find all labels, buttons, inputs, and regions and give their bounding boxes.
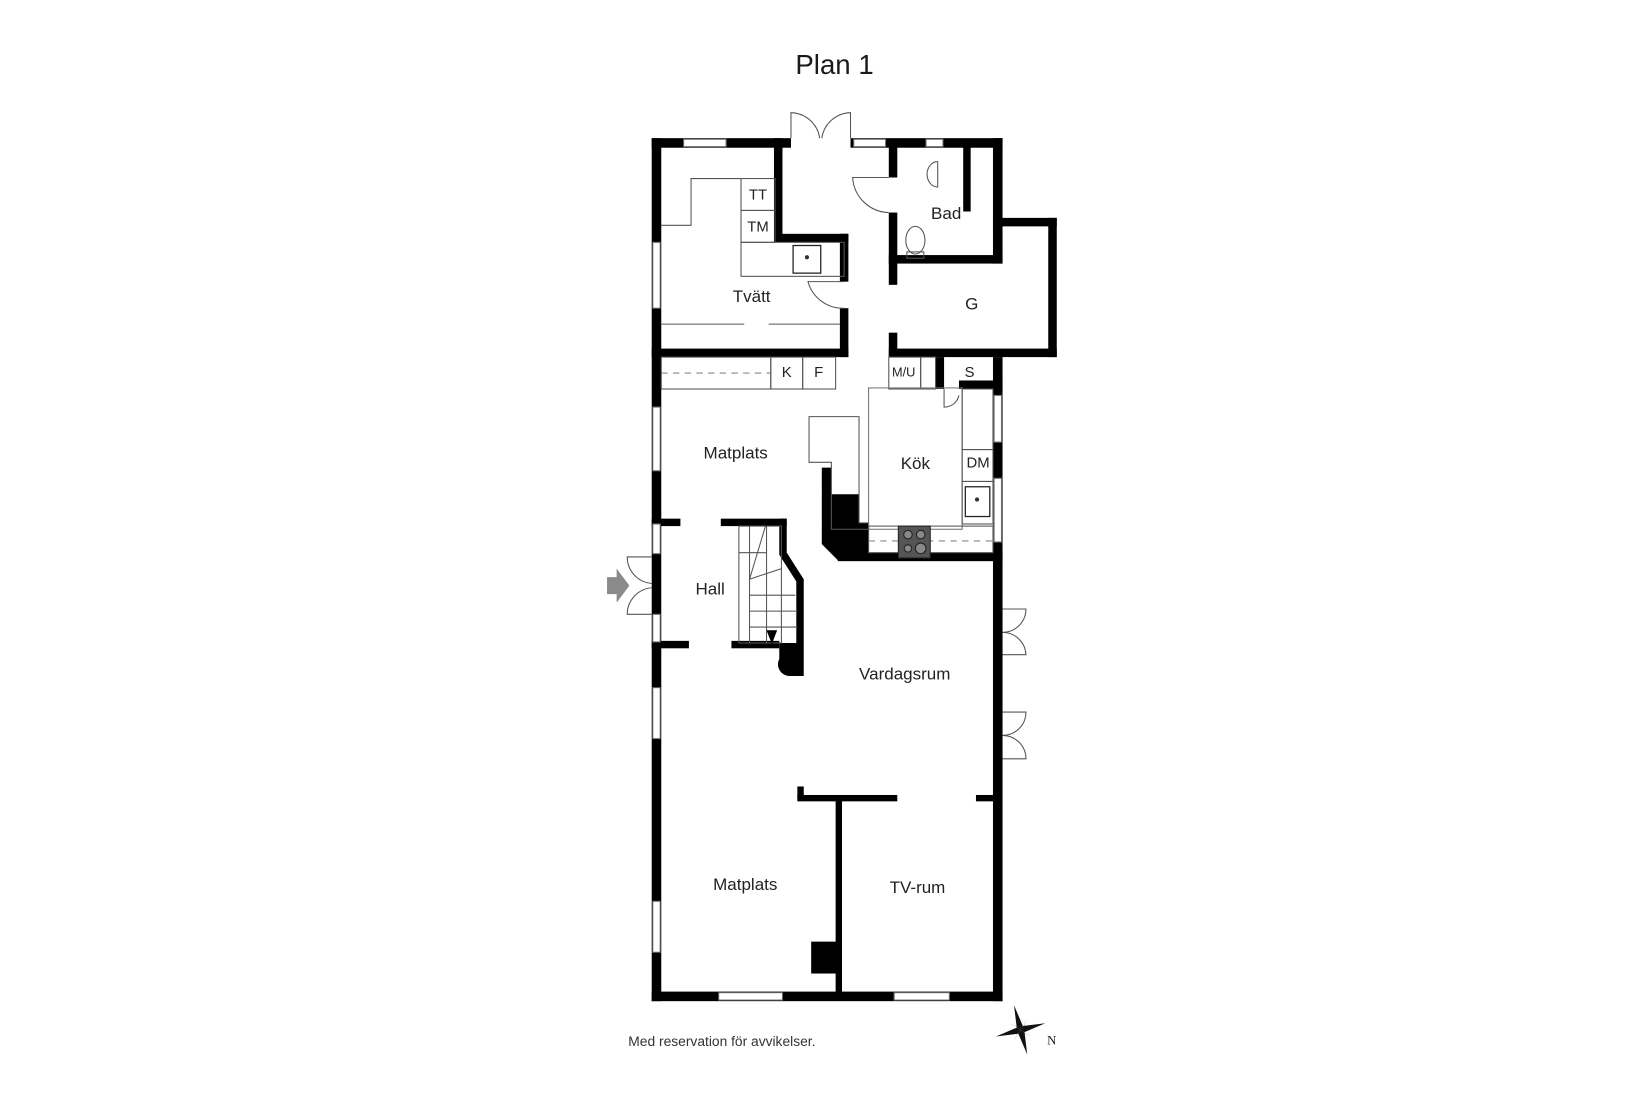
fixture-label-s: S bbox=[965, 365, 975, 381]
doors bbox=[626, 112, 1027, 760]
entrance-arrow-icon bbox=[607, 568, 630, 603]
fixture-label-tm: TM bbox=[747, 219, 768, 235]
interior-walls bbox=[651, 138, 1003, 994]
room-label-matplats-upper: Matplats bbox=[704, 443, 768, 462]
room-label-tvatt: Tvätt bbox=[733, 287, 771, 306]
disclaimer: Med reservation för avvikelser. bbox=[628, 1033, 815, 1049]
room-label-g: G bbox=[965, 295, 978, 314]
room-label-tv-rum: TV-rum bbox=[890, 878, 946, 897]
fixture-label-k: K bbox=[782, 365, 792, 381]
room-label-matplats-lower: Matplats bbox=[713, 875, 777, 894]
stair-direction-arrow-icon bbox=[766, 630, 778, 645]
staircase bbox=[738, 525, 798, 645]
room-label-hall: Hall bbox=[696, 579, 725, 598]
fixture-label-f: F bbox=[814, 365, 823, 381]
room-label-bad: Bad bbox=[931, 204, 961, 223]
fixture-label-mu: M/U bbox=[892, 364, 915, 379]
compass-rose-icon bbox=[995, 1005, 1046, 1055]
fixture-label-dm: DM bbox=[967, 455, 990, 471]
room-label-kok: Kök bbox=[901, 454, 931, 473]
plan-title: Plan 1 bbox=[795, 49, 873, 80]
exterior-walls bbox=[651, 138, 1057, 1002]
windows bbox=[652, 138, 1003, 1001]
compass-north-label: N bbox=[1047, 1033, 1056, 1047]
fixtures bbox=[660, 161, 994, 559]
fixture-label-tt: TT bbox=[749, 187, 767, 203]
room-label-vardagsrum: Vardagsrum bbox=[859, 664, 950, 683]
